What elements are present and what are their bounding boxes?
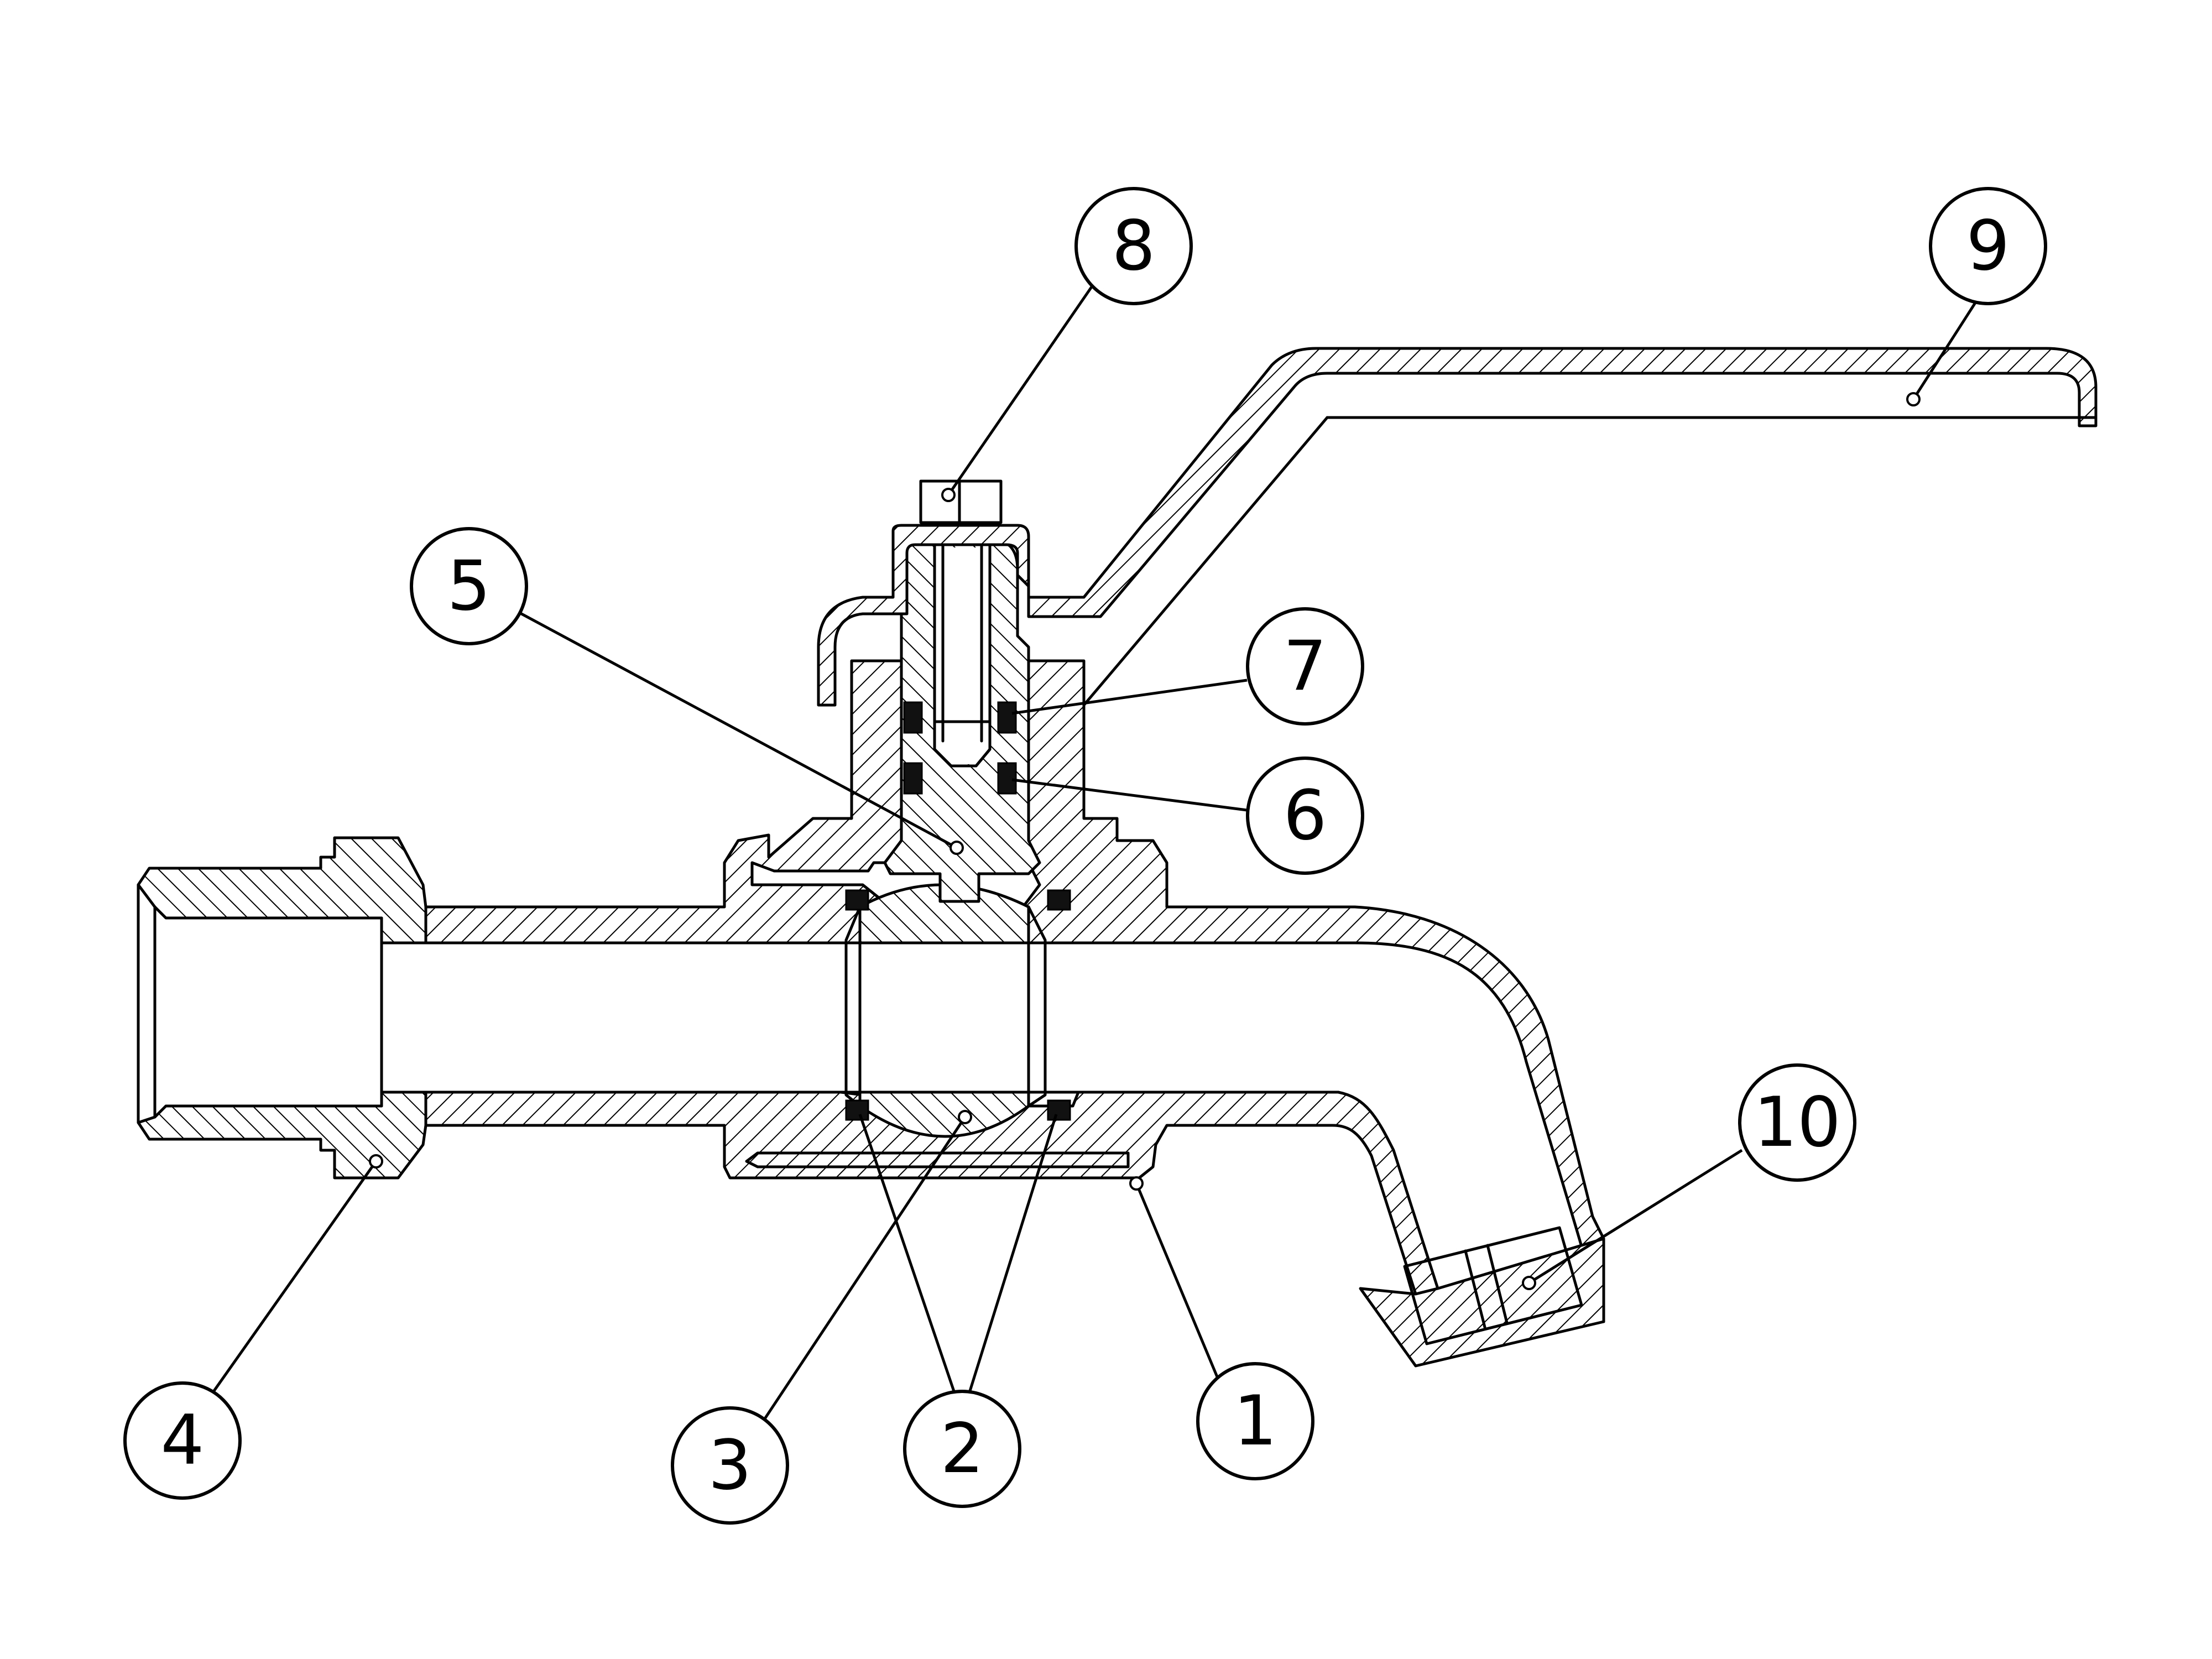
anchor-dot-1: [1129, 1176, 1144, 1191]
handle-lever: [817, 347, 2098, 707]
balloon-5: 5: [410, 527, 528, 645]
seat-seal-upper-right: [1047, 889, 1071, 911]
leader-3: [761, 1116, 967, 1422]
stem: [883, 538, 1041, 903]
stem-o-rings: [903, 701, 1017, 795]
balloon-label-8: 8: [1112, 206, 1156, 286]
leader-6: [1011, 778, 1248, 812]
balloon-10: 10: [1738, 1063, 1856, 1182]
seat-seal-lower-left: [845, 1099, 869, 1121]
balloon-3: 3: [671, 1406, 789, 1525]
leader-2b: [961, 1114, 1058, 1416]
leader-2a: [858, 1114, 964, 1416]
threaded-inlet-end: [137, 836, 427, 1180]
balloon-label-2: 2: [941, 1409, 984, 1489]
balloon-label-3: 3: [708, 1426, 752, 1505]
o-ring-upper-right: [997, 701, 1017, 734]
anchor-dot-3: [958, 1110, 972, 1124]
balloon-label-10: 10: [1754, 1083, 1841, 1162]
o-ring-lower-left: [903, 762, 923, 795]
balloon-1: 1: [1196, 1362, 1314, 1480]
nut: [919, 479, 1003, 524]
anchor-dot-9: [1906, 392, 1921, 406]
anchor-dot-8: [941, 488, 956, 502]
leader-4: [208, 1160, 378, 1397]
leader-10: [1528, 1149, 1743, 1285]
leader-5: [513, 608, 958, 849]
balloon-4: 4: [123, 1381, 242, 1500]
seat-seals: [845, 889, 1071, 1121]
balloon-6: 6: [1246, 757, 1364, 875]
leader-lines: [208, 281, 1981, 1469]
leader-9: [1912, 295, 1981, 400]
balloon-label-7: 7: [1284, 627, 1327, 706]
leader-8: [947, 281, 1097, 496]
balloon-label-4: 4: [161, 1401, 205, 1480]
balloon-8: 8: [1074, 187, 1193, 305]
bore-lines: [380, 941, 1357, 1094]
leader-7: [1011, 679, 1248, 715]
balloon-9: 9: [1929, 187, 2047, 305]
balloon-label-6: 6: [1284, 776, 1327, 855]
balloon-2: 2: [903, 1390, 1021, 1508]
anchor-dot-4: [369, 1154, 383, 1168]
balloon-label-5: 5: [447, 546, 491, 626]
balloon-7: 7: [1246, 607, 1364, 726]
o-ring-lower-right: [997, 762, 1017, 795]
seat-seal-lower-right: [1047, 1099, 1071, 1121]
seat-seal-upper-left: [845, 889, 869, 911]
anchor-dot-10: [1522, 1276, 1536, 1290]
anchor-dot-5: [950, 841, 964, 855]
ball: [844, 883, 1047, 1138]
balloon-label-1: 1: [1234, 1381, 1277, 1461]
balloon-label-9: 9: [1966, 206, 2010, 286]
spout-cap: [1403, 1226, 1583, 1345]
o-ring-upper-left: [903, 701, 923, 734]
